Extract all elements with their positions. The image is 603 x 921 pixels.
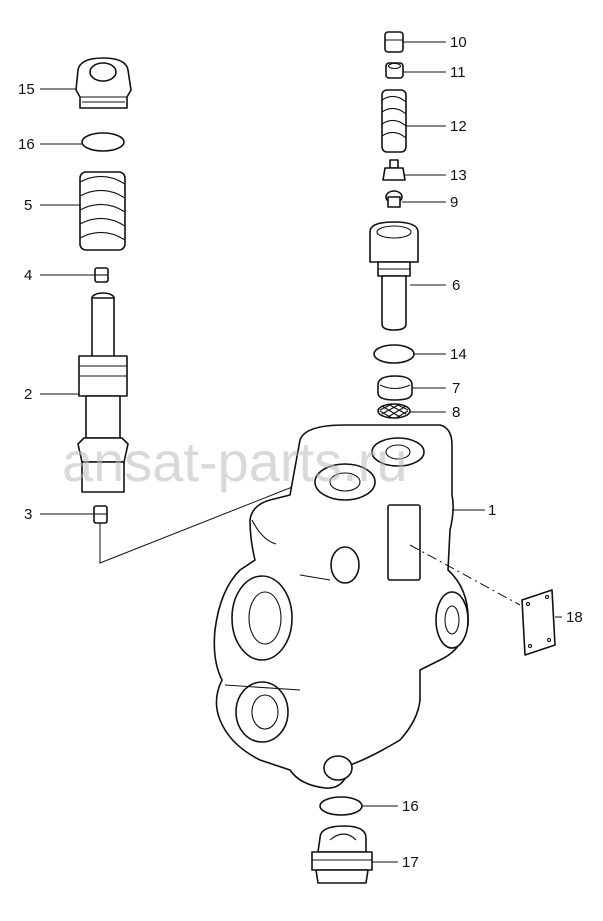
- part-4-seat: [94, 267, 109, 283]
- callout-9: 9: [450, 194, 458, 211]
- callout-14: 14: [450, 346, 467, 363]
- callout-8: 8: [452, 404, 460, 421]
- part-9-seat: [385, 190, 403, 208]
- part-14-o-ring: [373, 344, 415, 364]
- part-16-o-ring: [81, 132, 125, 152]
- callout-5: 5: [24, 197, 32, 214]
- callout-16-top: 16: [18, 136, 35, 153]
- watermark-text: ansat-parts.ru: [62, 430, 408, 493]
- part-2-spool: [77, 292, 129, 493]
- callout-13: 13: [450, 167, 467, 184]
- part-15-plug: [75, 57, 132, 109]
- part-17-plug: [311, 825, 373, 884]
- part-6-sleeve: [369, 221, 419, 331]
- callout-12: 12: [450, 118, 467, 135]
- part-5-spring: [79, 171, 126, 251]
- part-3-small-plug: [93, 505, 108, 524]
- part-11-washer: [385, 62, 404, 79]
- callout-17: 17: [402, 854, 419, 871]
- part-13-poppet: [382, 159, 406, 181]
- part-10-cap: [384, 31, 404, 53]
- part-18-name-plate: [521, 589, 556, 656]
- part-16-o-ring-bottom: [319, 796, 363, 816]
- part-7-backup-ring: [377, 375, 413, 401]
- callout-7: 7: [452, 380, 460, 397]
- callout-10: 10: [450, 34, 467, 51]
- callout-18: 18: [566, 609, 583, 626]
- callout-6: 6: [452, 277, 460, 294]
- callout-1: 1: [488, 502, 496, 519]
- callout-15: 15: [18, 81, 35, 98]
- callout-2: 2: [24, 386, 32, 403]
- callout-16-bottom: 16: [402, 798, 419, 815]
- callout-11: 11: [450, 64, 466, 81]
- callout-4: 4: [24, 267, 32, 284]
- callout-3: 3: [24, 506, 32, 523]
- part-12-spring: [381, 89, 407, 153]
- part-8-filter: [377, 403, 411, 419]
